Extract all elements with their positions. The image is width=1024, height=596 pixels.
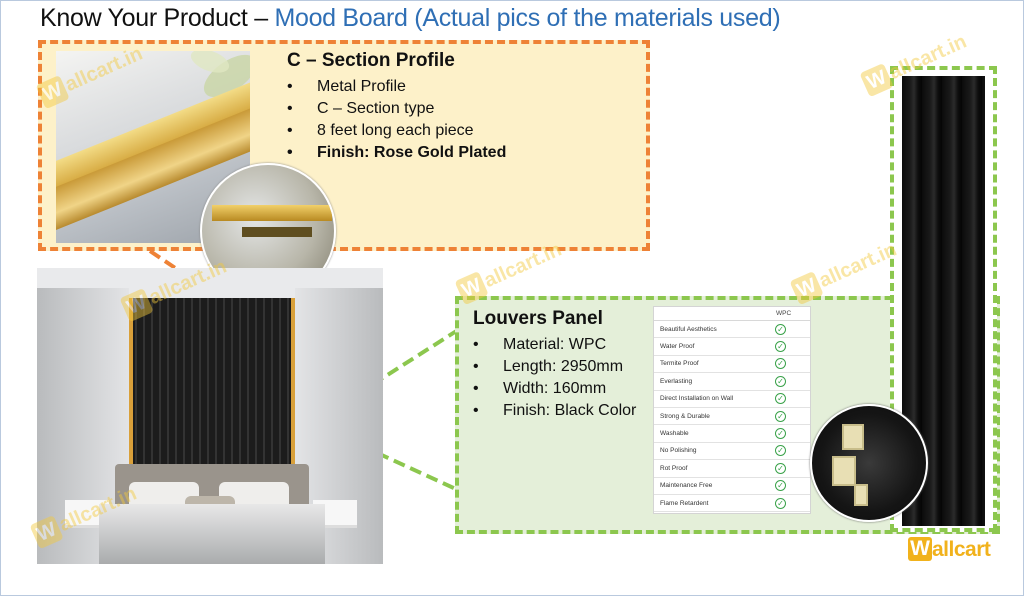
bullet-dot-icon: •: [473, 358, 479, 375]
wpc-features-table: WPC Beautiful Aesthetics✓Water Proof✓Ter…: [653, 306, 811, 514]
check-circle-icon: ✓: [775, 462, 786, 474]
page-title-highlight: Mood Board (Actual pics of the materials…: [274, 4, 781, 32]
wpc-table-row: Washable ✓: [654, 425, 810, 443]
c-section-bullet-text: 8 feet long each piece: [317, 122, 474, 139]
wpc-feature-label: Rot Proof: [660, 464, 688, 472]
wpc-feature-label: Strong & Durable: [660, 412, 710, 420]
check-circle-icon: ✓: [775, 480, 786, 492]
wpc-feature-label: Flame Retardent: [660, 499, 709, 507]
bullet-dot-icon: •: [287, 100, 293, 117]
wpc-feature-label: Direct Installation on Wall: [660, 395, 734, 403]
check-circle-icon: ✓: [775, 375, 786, 387]
louvers-text: Louvers Panel • Material: WPC • Length: 295…: [473, 308, 636, 422]
page-title-prefix: Know Your Product –: [40, 4, 275, 32]
check-circle-icon: ✓: [775, 323, 786, 335]
bullet-dot-icon: •: [473, 380, 479, 397]
bedroom-photo: [37, 268, 383, 564]
c-section-heading: C – Section Profile: [287, 50, 455, 71]
wpc-feature-label: Maintenance Free: [660, 482, 713, 490]
check-circle-icon: ✓: [775, 358, 786, 370]
page-title: Know Your Product – Mood Board (Actual p…: [40, 4, 781, 33]
wpc-feature-label: Water Proof: [660, 343, 695, 351]
wpc-table-row: Rot Proof ✓: [654, 460, 810, 478]
louver-panel-photo-frame: [890, 66, 997, 532]
check-circle-icon: ✓: [775, 497, 786, 509]
wallcart-logo-icon: W: [908, 537, 932, 561]
check-circle-icon: ✓: [775, 428, 786, 440]
check-circle-icon: ✓: [775, 410, 786, 422]
check-circle-icon: ✓: [775, 393, 786, 405]
louvers-bullet-text: Width: 160mm: [503, 380, 607, 397]
wpc-table-header: WPC: [654, 307, 810, 321]
louvers-heading: Louvers Panel: [473, 308, 603, 329]
bullet-dot-icon: •: [287, 144, 293, 161]
wpc-table-row: Strong & Durable ✓: [654, 408, 810, 426]
wpc-table-row: Maintenance Free ✓: [654, 478, 810, 495]
c-section-bullet-text: C – Section type: [317, 100, 435, 117]
wpc-table-row: Termite Proof ✓: [654, 356, 810, 374]
wpc-feature-label: Termite Proof: [660, 360, 699, 368]
wpc-feature-label: Beautiful Aesthetics: [660, 325, 717, 333]
bullet-dot-icon: •: [473, 336, 479, 353]
louvers-bullet-text: Material: WPC: [503, 336, 607, 353]
wpc-table-row: Water Proof ✓: [654, 338, 810, 356]
bullet-dot-icon: •: [287, 78, 293, 95]
louvers-bullet-text: Finish: Black Color: [503, 402, 637, 419]
c-section-card: C – Section Profile • Metal Profile • C – S…: [38, 40, 650, 251]
c-section-bullet-list: • Metal Profile • C – Section type • 8 feet l…: [287, 76, 506, 164]
c-section-bullet-item: • C – Section type: [287, 98, 506, 120]
louvers-bullet-item: • Material: WPC: [473, 334, 636, 356]
c-section-bullet-text: Finish: Rose Gold Plated: [317, 144, 507, 161]
check-circle-icon: ✓: [775, 445, 786, 457]
wpc-table-row: Beautiful Aesthetics ✓: [654, 321, 810, 339]
wallcart-logo-text: allcart: [932, 538, 991, 561]
c-section-bullet-item: • Finish: Rose Gold Plated: [287, 142, 506, 164]
check-circle-icon: ✓: [775, 341, 786, 353]
wpc-feature-label: No Polishing: [660, 447, 697, 455]
wpc-table-row: Direct Installation on Wall ✓: [654, 391, 810, 408]
louvers-bullet-text: Length: 2950mm: [503, 358, 624, 375]
c-section-text: C – Section Profile • Metal Profile • C – S…: [287, 50, 506, 164]
louvers-bullet-item: • Finish: Black Color: [473, 400, 636, 422]
bullet-dot-icon: •: [473, 402, 479, 419]
wpc-table-row: Flame Retardent ✓: [654, 495, 810, 513]
bullet-dot-icon: •: [287, 122, 293, 139]
louver-profile-zoom-photo: [810, 404, 928, 522]
wpc-table-row: Everlasting ✓: [654, 373, 810, 391]
louvers-bullet-item: • Length: 2950mm: [473, 356, 636, 378]
wpc-feature-label: Washable: [660, 430, 689, 438]
c-section-bullet-item: • 8 feet long each piece: [287, 120, 506, 142]
louvers-bullet-item: • Width: 160mm: [473, 378, 636, 400]
c-section-bullet-text: Metal Profile: [317, 78, 406, 95]
louvers-bullet-list: • Material: WPC • Length: 2950mm • Width: 160…: [473, 334, 636, 422]
wpc-feature-label: Everlasting: [660, 377, 693, 385]
c-section-bullet-item: • Metal Profile: [287, 76, 506, 98]
wpc-table-row: No Polishing ✓: [654, 443, 810, 461]
